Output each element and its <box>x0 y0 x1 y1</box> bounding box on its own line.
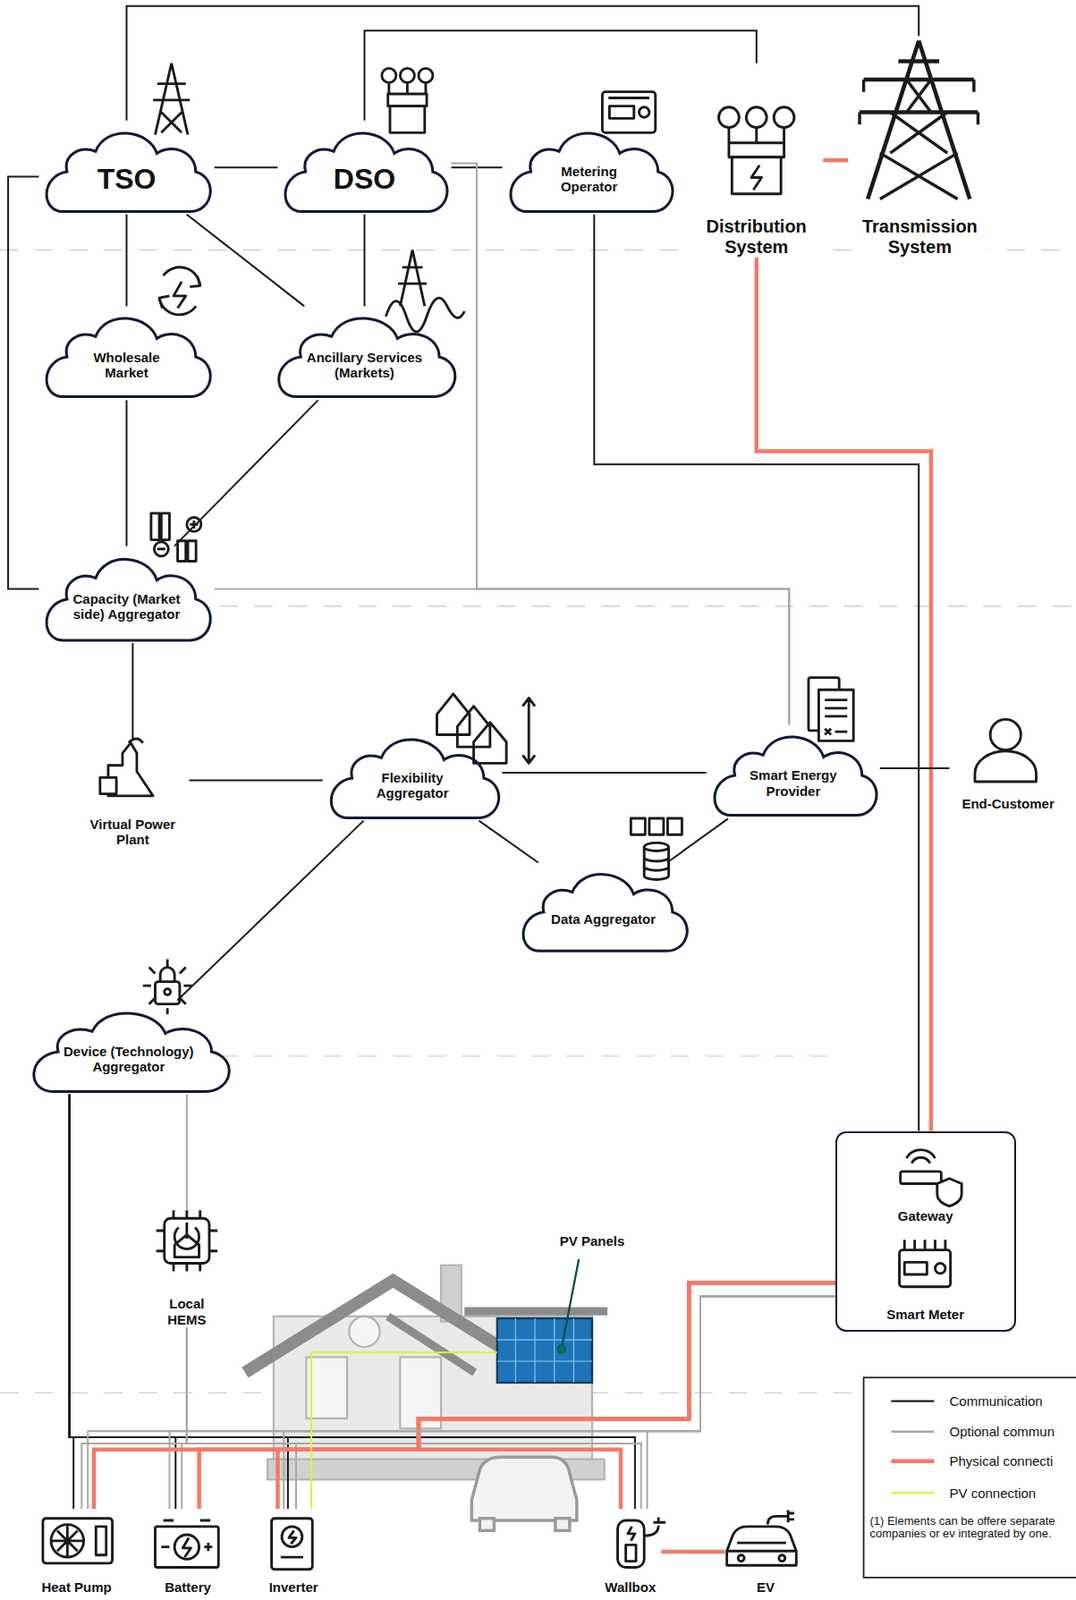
wallbox-node: Wallbox <box>599 1508 661 1595</box>
connector <box>479 821 539 864</box>
node-label: Distribution System <box>693 216 820 258</box>
node-label: End-Customer <box>959 796 1056 812</box>
device-cloud: Device (Technology) Aggregator <box>24 1000 234 1095</box>
connector <box>502 771 707 774</box>
connector <box>667 818 729 863</box>
connector <box>214 166 279 169</box>
node-label: Wallbox <box>602 1579 658 1595</box>
ancillary-cloud: Ancillary Services (Markets) <box>270 305 459 400</box>
node-label: Heat Pump <box>39 1579 113 1595</box>
connector <box>127 6 920 121</box>
connector <box>87 1296 835 1509</box>
connector <box>169 1296 836 1509</box>
legend-text: Communication <box>948 1393 1043 1409</box>
vpp-node: Virtual Power Plant <box>76 739 189 848</box>
node-label: Transmission System <box>851 216 988 258</box>
node-label: Flexibility Aggregator <box>361 769 464 801</box>
connector <box>188 779 322 782</box>
connector <box>364 30 757 121</box>
legend-text: Optional commun <box>948 1423 1055 1440</box>
connector <box>283 1296 835 1509</box>
smart-meter-box: GatewaySmart Meter <box>835 1131 1017 1333</box>
connector <box>418 1283 836 1509</box>
node-label: DSO <box>333 161 396 195</box>
connector <box>174 399 319 546</box>
node-label: Virtual Power Plant <box>79 816 186 848</box>
node-label: Inverter <box>267 1579 321 1595</box>
connector <box>278 1283 836 1509</box>
battery-node: Battery <box>151 1508 225 1595</box>
connector <box>756 257 932 1132</box>
node-label: Gateway <box>898 1209 954 1225</box>
node-label: Wholesale Market <box>75 348 178 381</box>
wholesale-cloud: Wholesale Market <box>38 305 214 400</box>
node-label: PV Panels <box>559 1233 626 1249</box>
legend-text: PV connection <box>948 1485 1036 1501</box>
data-cloud: Data Aggregator <box>515 862 691 955</box>
distribution-node: Distribution System <box>689 63 823 258</box>
tso-cloud: TSO <box>38 120 214 215</box>
sep-cloud: Smart Energy Provider <box>706 724 881 819</box>
node-label: Capacity (Market side) Aggregator <box>70 591 184 623</box>
connector <box>126 214 128 307</box>
node-label: Battery <box>162 1579 213 1595</box>
connector <box>186 1094 188 1211</box>
cloud-outline <box>515 862 691 955</box>
customer-node: End-Customer <box>948 714 1067 812</box>
node-label: Local HEMS <box>149 1296 225 1328</box>
node-label: TSO <box>97 161 157 195</box>
footnote: (1) Elements can be offere separate comp… <box>869 1515 1076 1542</box>
ev-node: EV <box>724 1508 806 1595</box>
connector <box>177 821 364 1001</box>
connector <box>93 1283 836 1509</box>
connector <box>186 214 306 307</box>
node-label: Ancillary Services (Markets) <box>288 348 441 381</box>
connector <box>199 1283 836 1509</box>
connector <box>131 643 134 741</box>
node-label: Smart Energy Provider <box>737 767 850 799</box>
connector <box>647 1296 836 1509</box>
connector <box>311 1352 498 1509</box>
capacity-cloud: Capacity (Market side) Aggregator <box>38 546 214 644</box>
connector <box>660 1550 725 1555</box>
node-label: Device (Technology) Aggregator <box>42 1042 216 1075</box>
connector <box>81 1327 187 1509</box>
dso-cloud: DSO <box>277 120 451 215</box>
connector <box>69 1094 289 1509</box>
node-label: EV <box>754 1579 777 1595</box>
connector <box>364 214 366 307</box>
connector <box>8 177 39 590</box>
connector <box>214 589 790 726</box>
hems-node: Local HEMS <box>145 1210 229 1328</box>
connector <box>880 767 950 770</box>
pv-panel: PV Panels <box>497 1319 593 1384</box>
connector <box>126 399 128 546</box>
node-label: Metering Operator <box>542 163 636 195</box>
heat-pump-node: Heat Pump <box>35 1508 118 1595</box>
node-label: Smart Meter <box>886 1306 965 1322</box>
metering-cloud: Metering Operator <box>502 120 677 215</box>
connector <box>69 1094 636 1509</box>
inverter-node: Inverter <box>260 1508 327 1595</box>
connector <box>822 158 848 163</box>
transmission-node: Transmission System <box>847 35 992 258</box>
node-label: Data Aggregator <box>550 912 656 928</box>
legend-text: Physical connecti <box>948 1453 1053 1469</box>
flexibility-cloud: Flexibility Aggregator <box>322 727 503 822</box>
